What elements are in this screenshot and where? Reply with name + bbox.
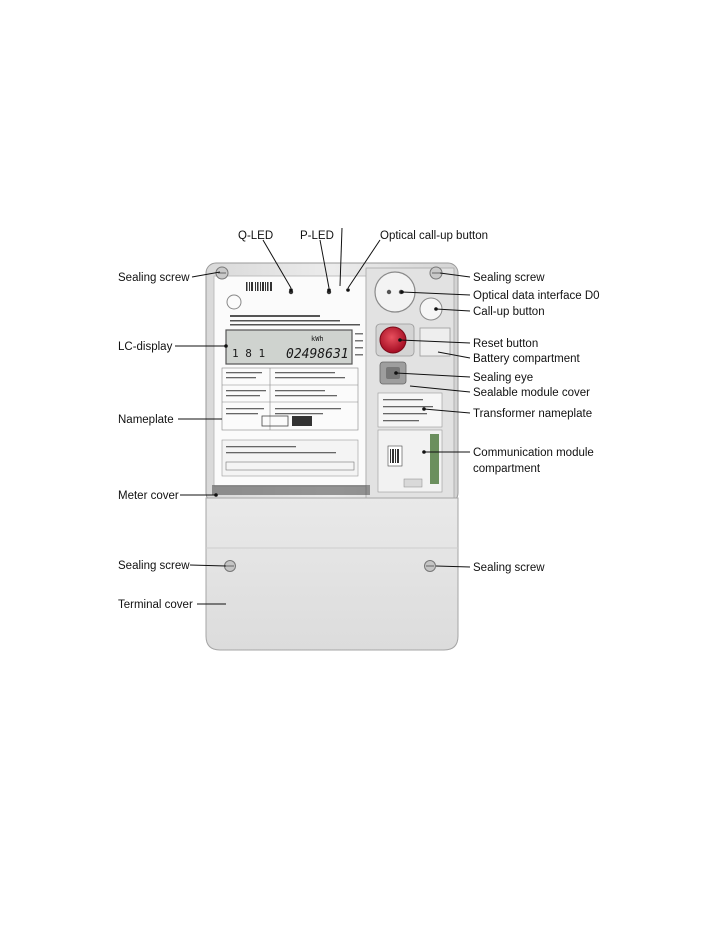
label-callup-button: Call-up button	[473, 306, 545, 318]
sealing-eye-inner	[386, 367, 400, 379]
label-q-led: Q-LED	[238, 230, 273, 242]
label-battery-compartment: Battery compartment	[473, 353, 581, 365]
label-lc-display: LC-display	[118, 341, 173, 353]
label-sealable-module-cover: Sealable module cover	[473, 387, 590, 399]
nameplate-table	[221, 367, 359, 431]
label-nameplate: Nameplate	[118, 414, 174, 426]
label-comm-module-line1: Communication module	[473, 447, 594, 459]
display-side-marks	[355, 333, 363, 356]
label-sealing-screw-top-right: Sealing screw	[473, 272, 545, 284]
label-sealing-eye: Sealing eye	[473, 372, 533, 384]
label-optical-data-interface: Optical data interface D0	[473, 290, 600, 302]
plate-barcode	[246, 282, 272, 291]
brand-logo-icon	[226, 294, 242, 310]
plate-text-lines	[230, 315, 360, 326]
label-optical-callup-button: Optical call-up button	[380, 230, 488, 242]
lower-plate-strip	[221, 439, 359, 477]
lc-display: 1 8 1 kWh 02498631	[225, 329, 353, 365]
label-transformer-nameplate: Transformer nameplate	[473, 408, 592, 420]
ce-mark-icon	[261, 415, 312, 427]
leader-lines	[175, 227, 471, 605]
lcd-unit: kWh	[311, 335, 324, 343]
sealing-screw-bottom-right-icon	[424, 560, 436, 572]
lcd-reading: 02498631	[286, 347, 349, 362]
label-sealing-screw-bottom-left: Sealing screw	[118, 560, 190, 572]
sealing-screw-top-left-icon	[215, 266, 229, 280]
label-meter-cover: Meter cover	[118, 490, 179, 502]
label-p-led: P-LED	[300, 230, 334, 242]
nameplate-text-lines	[226, 372, 345, 415]
meter-illustration: 1 8 1 kWh 02498631	[205, 262, 459, 651]
label-reset-button: Reset button	[473, 338, 538, 350]
terminal-cover	[205, 497, 459, 651]
sealing-screw-bottom-left-icon	[224, 560, 236, 572]
comm-module-card	[377, 429, 443, 493]
label-terminal-cover: Terminal cover	[118, 599, 193, 611]
lcd-left-digits: 1 8 1	[232, 347, 265, 360]
meter-cover-seam	[212, 485, 370, 495]
label-sealing-screw-bottom-right: Sealing screw	[473, 562, 545, 574]
callout-labels: Q-LED P-LED Optical call-up button Seali…	[118, 230, 600, 611]
label-comm-module-line2: compartment	[473, 463, 541, 475]
label-sealing-screw-top-left: Sealing screw	[118, 272, 190, 284]
